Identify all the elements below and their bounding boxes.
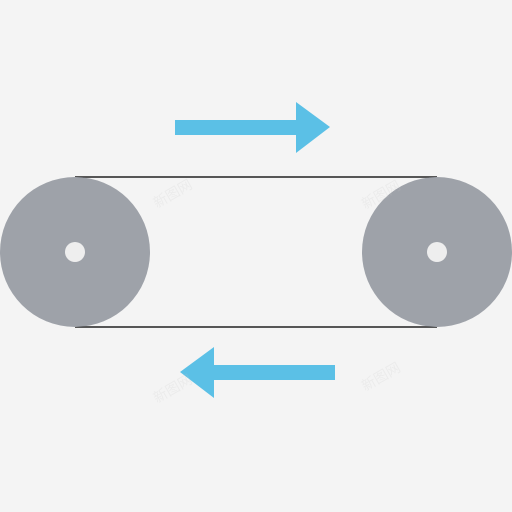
arrow-left-icon <box>180 347 335 398</box>
watermark-text: 新图网 <box>359 360 403 395</box>
left-pulley-hub <box>65 242 85 262</box>
right-pulley-hub <box>427 242 447 262</box>
watermark-text: 新图网 <box>151 177 195 212</box>
arrow-right-icon <box>175 102 330 153</box>
watermark-text: 新图网 <box>151 372 195 407</box>
